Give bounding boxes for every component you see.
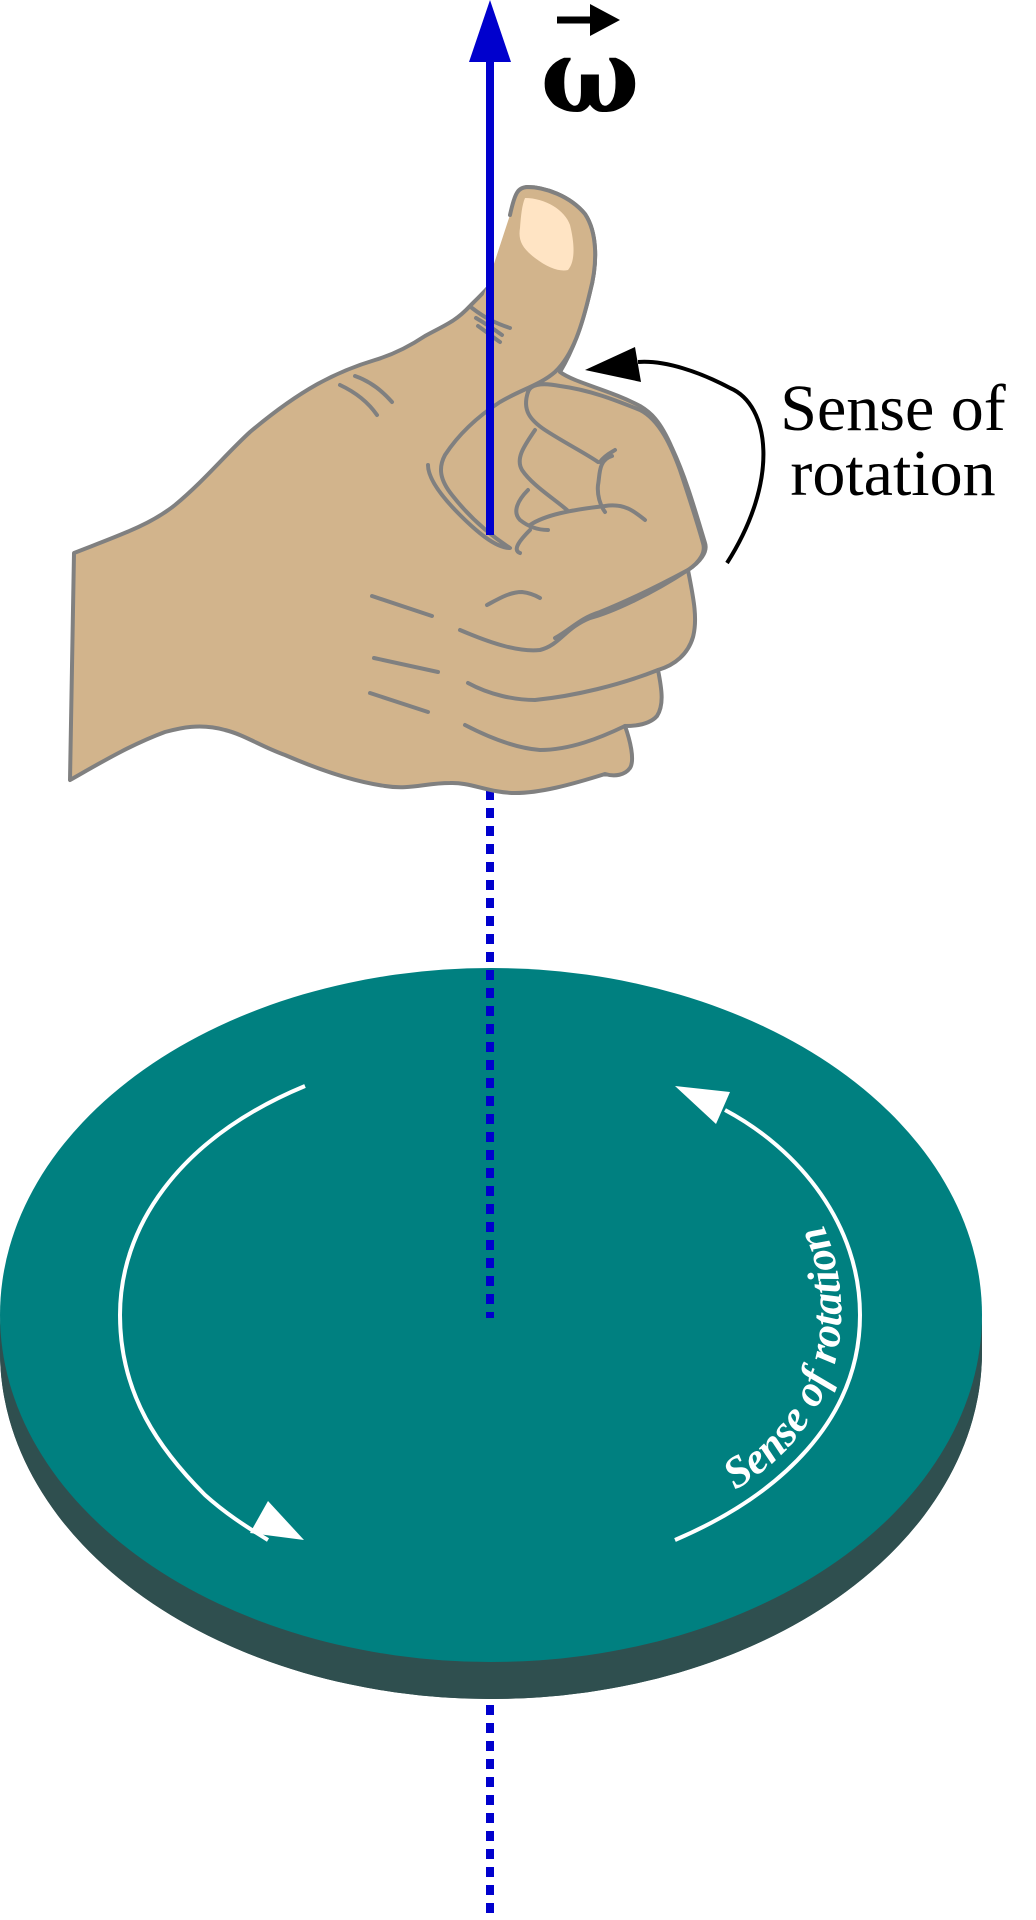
- omega-symbol: ω: [540, 14, 639, 137]
- ring-finger-line: [466, 668, 660, 702]
- hand-thumb: [426, 185, 598, 550]
- hand-rotation-arrow: [637, 359, 766, 565]
- omega-over-arrow-icon: [590, 4, 620, 36]
- wrist-crease-1: [338, 383, 379, 417]
- knuckle-line-4: [485, 590, 542, 607]
- middle-finger-line: [458, 568, 690, 653]
- thumbs-up-hand: [68, 185, 708, 795]
- thumb-nail: [519, 198, 574, 271]
- hand-rotation-label-line1: Sense of: [780, 372, 1005, 445]
- omega-vector-symbol: ω: [540, 4, 640, 137]
- finger-crease-1: [524, 390, 600, 464]
- wrist-crease-2: [353, 374, 394, 404]
- finger-tip-line: [598, 448, 617, 464]
- finger-crease-4: [514, 528, 532, 555]
- finger-crease-2: [517, 428, 569, 512]
- knuckle-line-1: [370, 594, 434, 618]
- finger-crease-3: [514, 488, 550, 532]
- disc-left-arc: [117, 1084, 306, 1542]
- hand-rotation-arrowhead-icon: [585, 347, 641, 382]
- hand-rotation-label-line2: rotation: [790, 437, 995, 510]
- disc-left-arrowhead-icon: [250, 1501, 304, 1540]
- knuckle-line-2: [372, 656, 440, 674]
- disc-right-arc: [674, 1108, 863, 1542]
- disc-right-arrowhead-icon: [675, 1086, 730, 1124]
- disc-rotation-arrows: [117, 1084, 863, 1542]
- knuckle-line-3: [368, 691, 430, 714]
- little-finger-line: [463, 723, 627, 752]
- finger-knuckle-line: [528, 503, 647, 527]
- omega-vector-arrowhead-icon: [469, 0, 511, 62]
